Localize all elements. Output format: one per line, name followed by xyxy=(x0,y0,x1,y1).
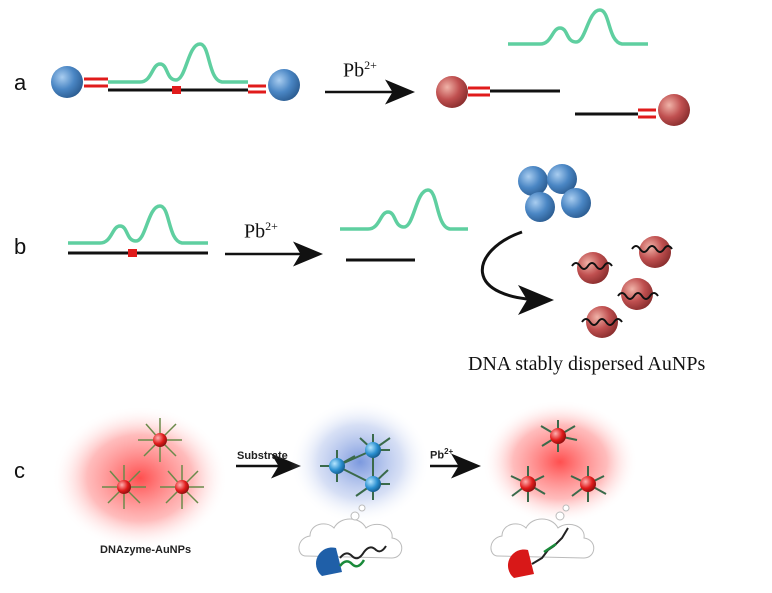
blue-gold-nanoparticle xyxy=(561,188,591,218)
cleavage-site xyxy=(172,86,181,94)
cleavage-site xyxy=(128,249,137,257)
dispersed-particle xyxy=(617,278,659,310)
dnazyme-strand xyxy=(340,188,468,231)
dnazyme-aunp xyxy=(138,418,182,462)
blue-gold-nanoparticle xyxy=(518,166,548,196)
dnazyme-strand xyxy=(108,42,248,84)
cloud-inset-hybridized xyxy=(298,504,403,576)
dispersed-caption: DNA stably dispersed AuNPs xyxy=(468,353,706,375)
cloud-inset-cleaved xyxy=(490,504,595,578)
dispersed-aunps xyxy=(510,420,607,502)
red-gold-nanoparticle xyxy=(658,94,690,126)
dnazyme-strand xyxy=(508,8,648,46)
dnazyme-strand xyxy=(68,204,208,245)
dnazyme-aunp xyxy=(160,465,204,509)
panel-c xyxy=(52,400,638,578)
panel-label-c: c xyxy=(14,458,25,483)
pb-label-b: Pb2+ xyxy=(244,219,278,243)
red-gold-nanoparticle xyxy=(436,76,468,108)
aggregated-aunps xyxy=(320,434,391,500)
pb-label-a: Pb2+ xyxy=(343,58,377,82)
blue-gold-nanoparticle xyxy=(525,192,555,222)
red-glow xyxy=(482,400,638,524)
dispersed-particle xyxy=(581,306,623,338)
panel-a xyxy=(51,8,690,126)
blue-gold-nanoparticle xyxy=(547,164,577,194)
pb-label-c: Pb2+ xyxy=(430,447,454,462)
dnazyme-aunp xyxy=(102,465,146,509)
dispersed-particle xyxy=(571,252,613,284)
panel-b xyxy=(68,164,673,338)
dnazyme-aunps-caption: DNAzyme-AuNPs xyxy=(100,544,192,556)
dispersed-particle xyxy=(631,236,673,268)
panel-label-b: b xyxy=(14,234,27,259)
blue-glow xyxy=(290,400,430,524)
red-glow xyxy=(52,406,228,550)
blue-gold-nanoparticle xyxy=(51,66,83,98)
panel-label-a: a xyxy=(14,70,27,95)
substrate-label: Substrate xyxy=(237,450,288,462)
curved-arrow xyxy=(481,230,554,315)
blue-gold-nanoparticle xyxy=(268,69,300,101)
